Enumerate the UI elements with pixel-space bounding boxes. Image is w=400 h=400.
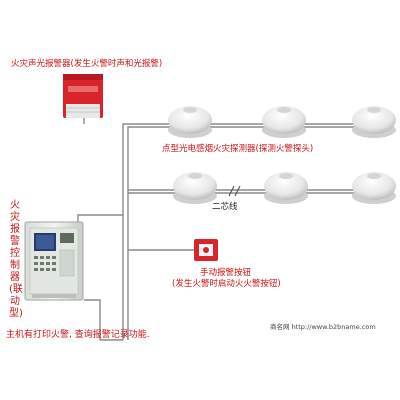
- manual-button-label-line2: (发生火警时启动火火警按钮): [172, 279, 281, 289]
- smoke-detector-row-2: [173, 172, 396, 204]
- wire-panel-2: [84, 299, 123, 341]
- control-panel-label: 火灾报警控制器(联动型): [9, 200, 23, 319]
- smoke-detector-label: 点型光电感烟火灾探测器(探测火警探头): [162, 144, 314, 154]
- smoke-detector: [262, 106, 306, 138]
- smoke-detector: [352, 106, 396, 138]
- smoke-detector: [168, 106, 212, 138]
- wire-break-mark: [228, 185, 241, 197]
- smoke-detector: [352, 172, 396, 204]
- wire-top-bus-2: [127, 126, 385, 340]
- watermark-text: 商名网 http://www.b2bname.com: [270, 323, 376, 331]
- two-core-wire-label: 二芯线: [212, 202, 238, 212]
- wire-panel-1: [77, 214, 123, 228]
- manual-button-label-line1: 手动报警按钮: [200, 268, 252, 278]
- strobe-alarm-device: [63, 74, 103, 118]
- smoke-detector: [173, 172, 217, 204]
- host-function-label: 主机有打印火警, 查询报警记录功能.: [6, 330, 150, 340]
- wire-top-bus: [122, 123, 385, 340]
- smoke-detector: [264, 172, 308, 204]
- strobe-alarm-label: 火灾声光报警器(发生火警时声和光报警): [11, 59, 163, 69]
- manual-alarm-button-device: [194, 239, 218, 261]
- smoke-detector-row-1: [168, 106, 396, 138]
- control-panel-device: [24, 221, 84, 301]
